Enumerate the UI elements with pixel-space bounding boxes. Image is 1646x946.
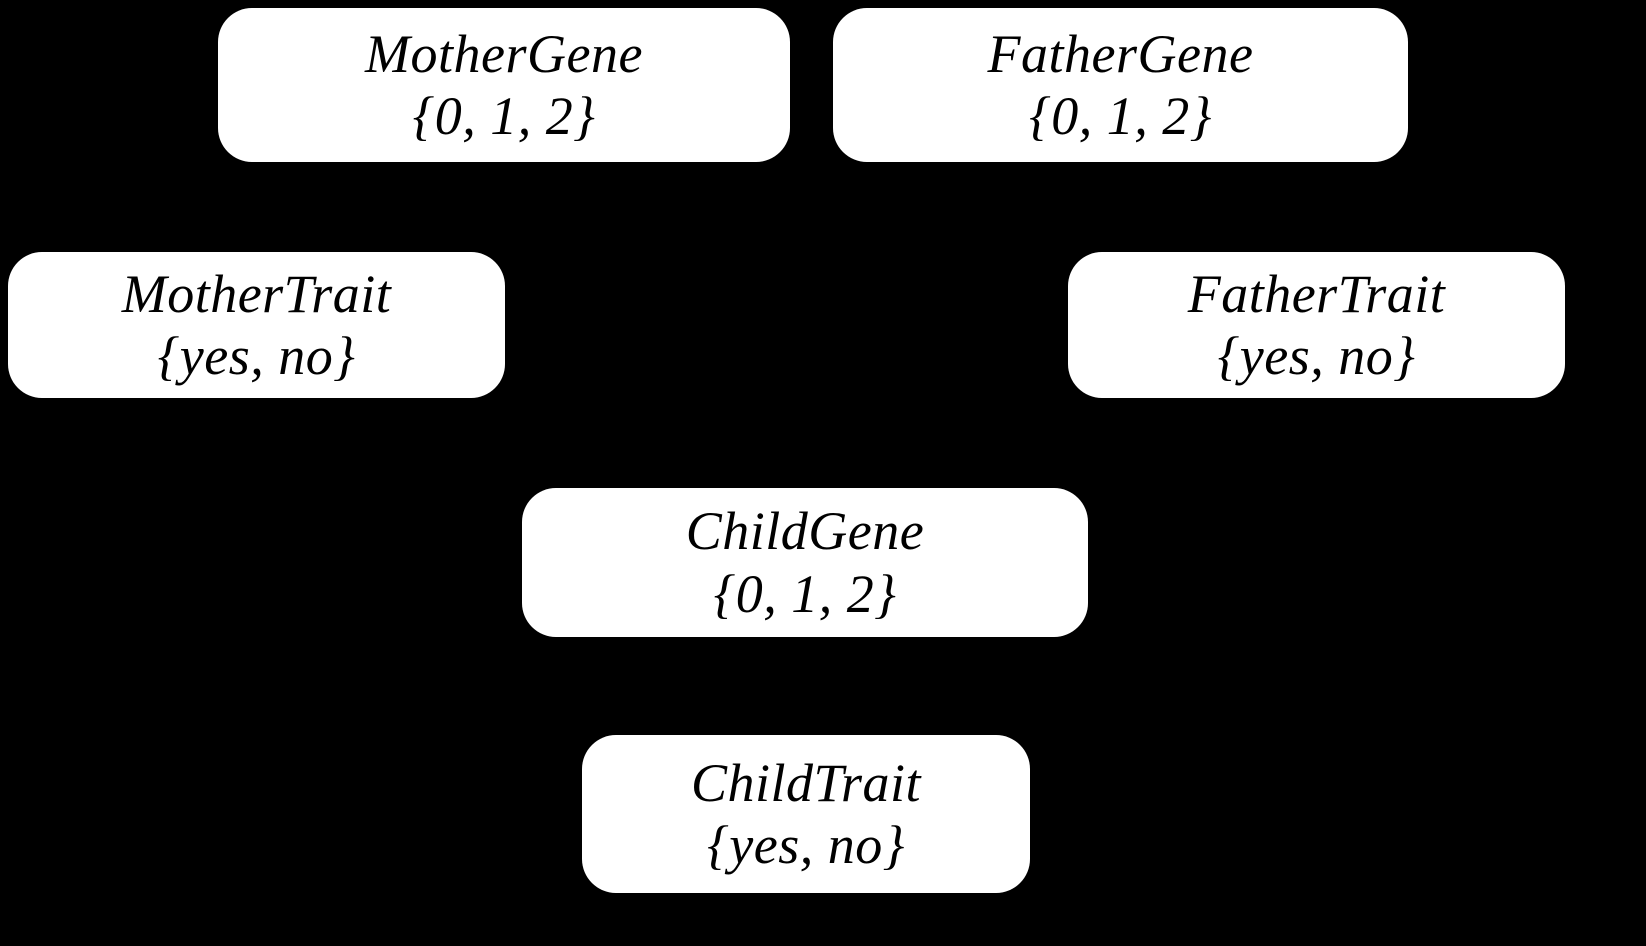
node-child-gene-domain: {0, 1, 2} — [713, 563, 897, 624]
node-mother-gene-title: MotherGene — [365, 23, 643, 84]
node-father-trait-title: FatherTrait — [1187, 263, 1446, 324]
node-child-gene-title: ChildGene — [685, 501, 925, 562]
node-child-gene[interactable]: ChildGene {0, 1, 2} — [522, 488, 1088, 637]
node-mother-trait[interactable]: MotherTrait {yes, no} — [8, 252, 505, 398]
node-child-trait-domain: {yes, no} — [707, 815, 905, 875]
node-mother-trait-title: MotherTrait — [121, 263, 392, 324]
node-father-trait-domain: {yes, no} — [1217, 326, 1416, 386]
node-father-gene-title: FatherGene — [987, 23, 1254, 84]
node-father-gene-domain: {0, 1, 2} — [1029, 86, 1212, 146]
node-father-trait[interactable]: FatherTrait {yes, no} — [1068, 252, 1565, 398]
node-mother-gene[interactable]: MotherGene {0, 1, 2} — [218, 8, 790, 162]
node-mother-gene-domain: {0, 1, 2} — [412, 86, 596, 146]
node-mother-trait-domain: {yes, no} — [157, 326, 356, 386]
node-child-trait[interactable]: ChildTrait {yes, no} — [582, 735, 1030, 893]
node-child-trait-title: ChildTrait — [690, 752, 922, 813]
node-father-gene[interactable]: FatherGene {0, 1, 2} — [833, 8, 1408, 162]
